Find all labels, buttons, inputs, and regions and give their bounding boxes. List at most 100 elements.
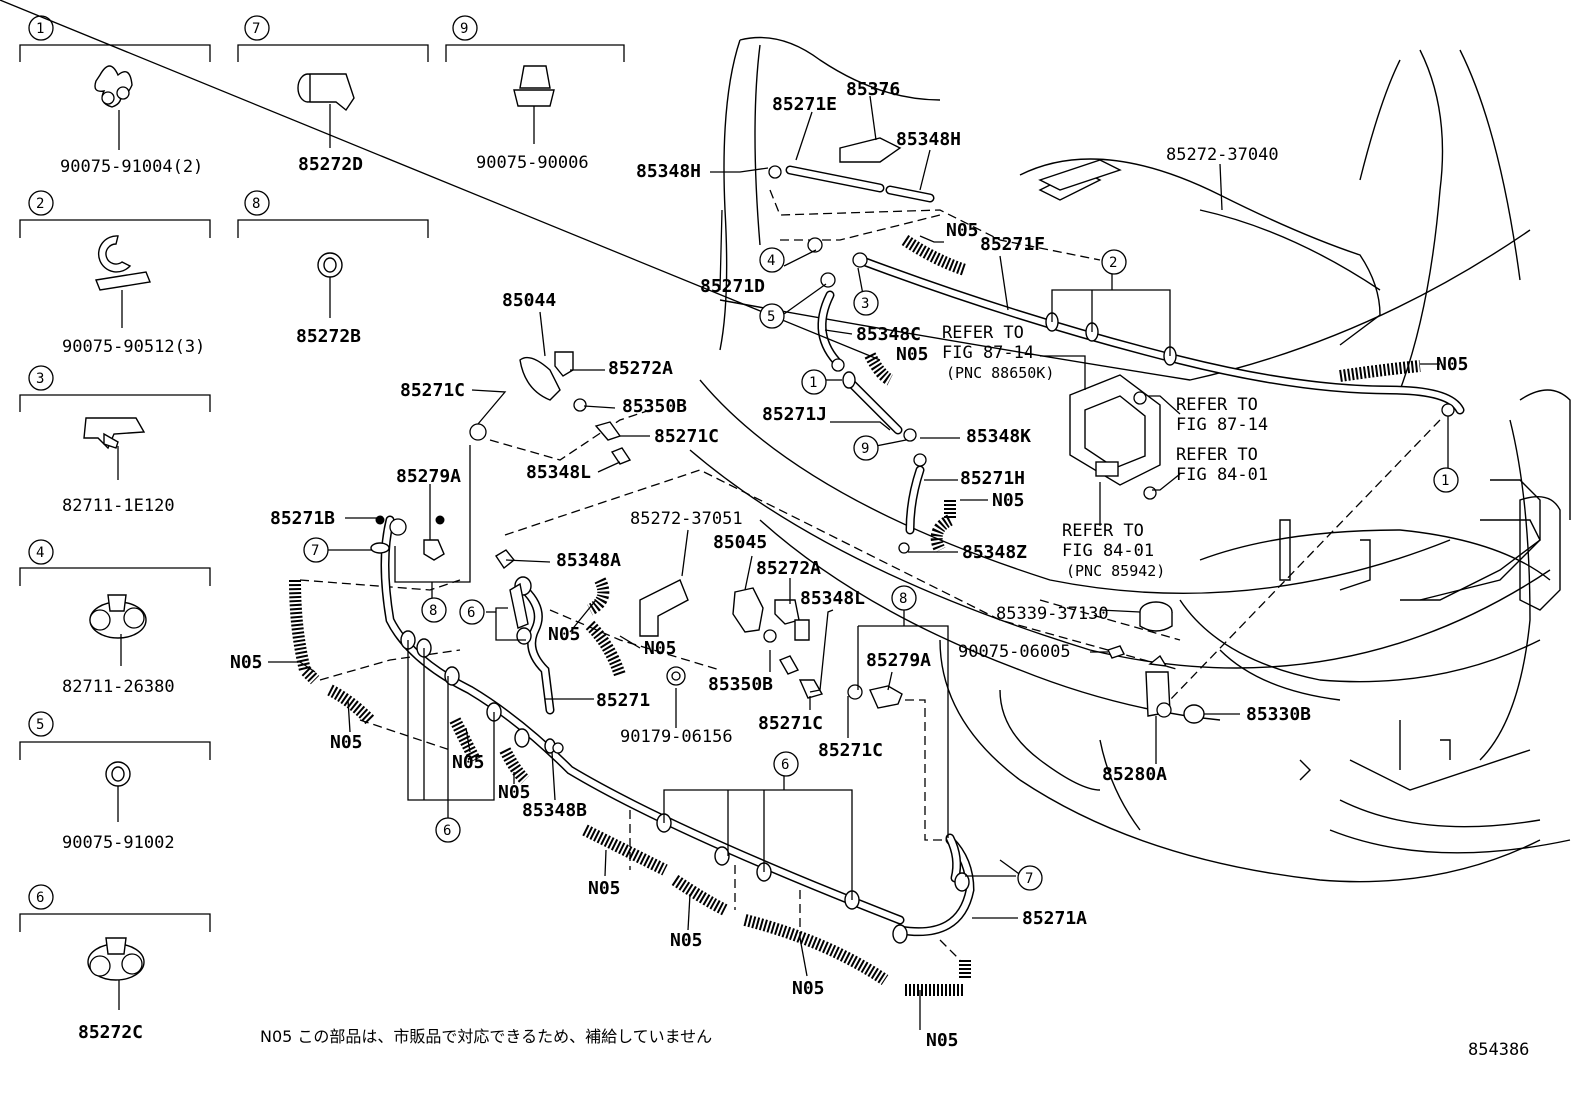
label-85279A-a: 85279A (396, 466, 461, 487)
label-85272A-a: 85272A (608, 358, 673, 379)
n05-hoses (289, 235, 1421, 996)
part-labels: 85376 85271E 85348H 85348H 85272-37040 8… (270, 79, 1311, 929)
label-85348Z: 85348Z (962, 542, 1027, 563)
svg-text:1: 1 (809, 375, 817, 391)
svg-text:85272C: 85272C (78, 1022, 143, 1043)
footnote: N05 この部品は、市販品で対応できるため、補給していません (260, 1027, 713, 1046)
label-85272A-b: 85272A (756, 558, 821, 579)
svg-text:REFER TO: REFER TO (1176, 395, 1258, 415)
label-85271A: 85271A (1022, 908, 1087, 929)
label-90179-06156: 90179-06156 (620, 727, 733, 747)
clip-icon (94, 65, 133, 108)
n05-label: N05 (1436, 354, 1469, 375)
svg-text:FIG 84-01: FIG 84-01 (1062, 541, 1154, 561)
svg-text:9: 9 (460, 21, 468, 37)
hose-clamp-icon (89, 594, 147, 639)
n05-label: N05 (670, 930, 703, 951)
svg-text:6: 6 (781, 757, 789, 773)
n05-label: N05 (230, 652, 263, 673)
label-85271H: 85271H (960, 468, 1025, 489)
svg-text:9: 9 (861, 441, 869, 457)
label-85348K: 85348K (966, 426, 1031, 447)
n05-label: N05 (548, 624, 581, 645)
n05-label: N05 (896, 344, 929, 365)
svg-text:1: 1 (36, 21, 44, 37)
label-85271: 85271 (596, 690, 650, 711)
svg-text:(PNC 85942): (PNC 85942) (1066, 562, 1165, 580)
n05-label: N05 (588, 878, 621, 899)
callout-circles: 2 1 4 5 3 1 9 7 8 6 6 6 8 7 (303, 247, 1459, 891)
svg-text:4: 4 (36, 545, 44, 561)
legend-item-3: 3 82711-1E120 (19, 365, 211, 516)
label-85271E: 85271E (772, 94, 837, 115)
svg-text:FIG 87-14: FIG 87-14 (1176, 415, 1268, 435)
svg-text:FIG 84-01: FIG 84-01 (1176, 465, 1268, 485)
svg-text:90075-91004(2): 90075-91004(2) (60, 157, 203, 177)
label-85280A: 85280A (1102, 764, 1167, 785)
label-85271J: 85271J (762, 404, 827, 425)
svg-text:4: 4 (767, 253, 775, 269)
svg-text:82711-1E120: 82711-1E120 (62, 496, 175, 516)
svg-text:REFER TO: REFER TO (1176, 445, 1258, 465)
bracket-clip-icon (83, 417, 146, 450)
legend-item-8: 8 85272B (237, 190, 429, 347)
svg-text:6: 6 (36, 890, 44, 906)
n05-label: N05 (452, 752, 485, 773)
svg-text:6: 6 (443, 823, 451, 839)
svg-text:3: 3 (36, 371, 44, 387)
svg-text:8: 8 (252, 196, 260, 212)
label-85279A-b: 85279A (866, 650, 931, 671)
svg-text:(PNC 88650K): (PNC 88650K) (946, 364, 1054, 382)
label-85348C: 85348C (856, 324, 921, 345)
svg-text:5: 5 (36, 717, 44, 733)
svg-text:7: 7 (1025, 871, 1033, 887)
label-85271F: 85271F (980, 234, 1045, 255)
label-85348A: 85348A (556, 550, 621, 571)
svg-text:5: 5 (767, 309, 775, 325)
figure-number: 854386 (1468, 1040, 1530, 1060)
svg-text:90075-90512(3): 90075-90512(3) (62, 337, 205, 357)
svg-text:82711-26380: 82711-26380 (62, 677, 175, 697)
label-85271C-b: 85271C (400, 380, 465, 401)
n05-label: N05 (330, 732, 363, 753)
label-85330B: 85330B (1246, 704, 1311, 725)
small-clip-icon (317, 252, 343, 278)
legend-item-7: 7 85272D (237, 15, 429, 175)
label-85348B: 85348B (522, 800, 587, 821)
legend-item-1: 1 90075-91004(2) (19, 15, 211, 177)
label-85271C-a: 85271C (654, 426, 719, 447)
legend-item-6: 6 85272C (19, 884, 211, 1043)
label-85044: 85044 (502, 290, 556, 311)
twin-clamp-icon (87, 937, 145, 981)
svg-text:7: 7 (252, 21, 260, 37)
label-85271C-c: 85271C (758, 713, 823, 734)
n05-labels: N05 N05 N05 N05 N05 N05 N05 N05 N05 N05 … (230, 220, 1469, 1051)
n05-label: N05 (498, 782, 531, 803)
ring-clip-icon (105, 761, 131, 787)
legend: 1 90075-91004(2) 2 90075-90512(3) 3 (19, 15, 625, 1043)
label-85045: 85045 (713, 532, 767, 553)
vehicle-body (689, 36, 1571, 883)
push-clip-icon (513, 65, 555, 107)
svg-text:2: 2 (36, 196, 44, 212)
n05-label: N05 (926, 1030, 959, 1051)
reference-notes: REFER TO FIG 87-14 (PNC 88650K) REFER TO… (942, 323, 1268, 580)
svg-text:1: 1 (1441, 473, 1449, 489)
svg-text:6: 6 (467, 605, 475, 621)
svg-text:2: 2 (1109, 255, 1117, 271)
svg-text:3: 3 (861, 296, 869, 312)
label-85271B: 85271B (270, 508, 335, 529)
n05-label: N05 (644, 638, 677, 659)
label-85348H-a: 85348H (636, 161, 701, 182)
svg-text:7: 7 (311, 543, 319, 559)
svg-text:85272D: 85272D (298, 154, 363, 175)
hoses (375, 165, 1465, 937)
label-85271C-d: 85271C (818, 740, 883, 761)
legend-item-5: 5 90075-91002 (19, 711, 211, 853)
label-85272-37051: 85272-37051 (630, 509, 743, 529)
svg-text:85272B: 85272B (296, 326, 361, 347)
legend-item-2: 2 90075-90512(3) (19, 190, 211, 357)
svg-text:REFER TO: REFER TO (1062, 521, 1144, 541)
